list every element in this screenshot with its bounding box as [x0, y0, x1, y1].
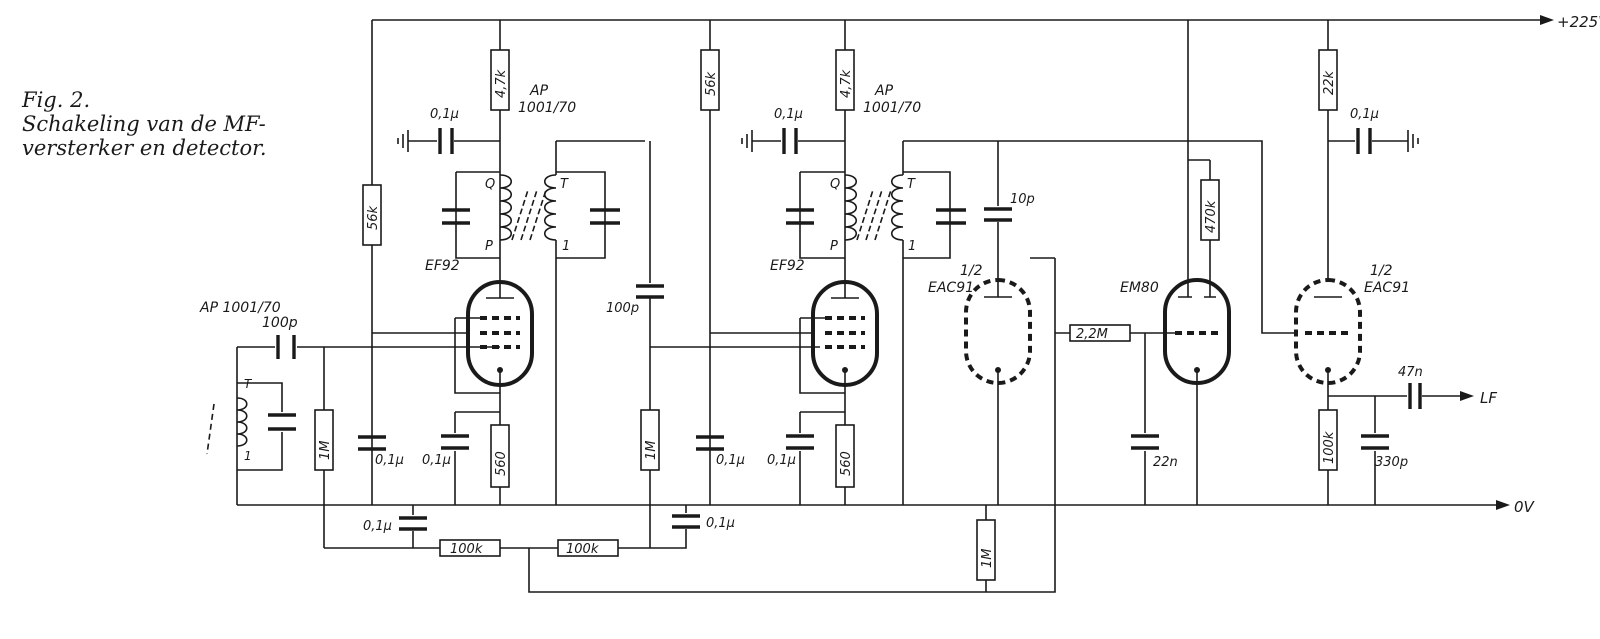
- figure-title-line-2: versterker en detector.: [22, 136, 267, 160]
- if2-winding-1: 1: [908, 239, 916, 254]
- tube-v5-label-a: 1/2: [1370, 263, 1393, 279]
- detector-load: 1M: [976, 505, 996, 592]
- supply-rail: +225V: [372, 13, 1600, 31]
- cathode-cap-2-label: 0,1µ: [767, 453, 796, 468]
- coupling-cap-label: 100p: [606, 301, 639, 316]
- output-label: LF: [1480, 389, 1497, 407]
- screen-resistor-2-label: 56k: [704, 71, 719, 96]
- tube-ef92-2: EF92: [770, 258, 879, 400]
- screen-resistor-2: 56k 0,1µ: [696, 20, 812, 505]
- detector-cap: 10p: [984, 141, 1035, 282]
- plate-resistor-3: 22k: [1318, 20, 1338, 282]
- if1-label-a: AP: [529, 83, 549, 99]
- if1-winding-1: 1: [562, 239, 570, 254]
- grid-resistor-2-label: 1M: [644, 441, 659, 461]
- cathode-network-1: 560 0,1µ: [422, 400, 510, 505]
- em80-cap-label: 22n: [1153, 455, 1178, 470]
- decoupling-cap-1: 0,1µ: [397, 107, 500, 154]
- if2-label-a: AP: [874, 83, 894, 99]
- tube-v1-label: EF92: [425, 258, 460, 274]
- tube-v3-label-a: 1/2: [960, 263, 983, 279]
- em80-anode-resistor-label: 470k: [1204, 200, 1219, 233]
- grid-resistor-1-label: 1M: [318, 441, 333, 461]
- figure-caption: Fig. 2. Schakeling van de MF- versterker…: [22, 88, 267, 160]
- if-transformer-1: AP 1001/70 Q P T 1: [442, 83, 645, 505]
- filter-cap-label: 330p: [1375, 455, 1408, 470]
- decoupling-cap-3-label: 0,1µ: [1350, 107, 1379, 122]
- winding-label-t: T: [244, 377, 253, 391]
- winding-label-1: 1: [244, 449, 252, 463]
- tube-ef92-1: EF92: [425, 258, 534, 400]
- plate-resistor-2: 4,7k: [835, 20, 855, 282]
- plate-resistor-1: 4,7k: [490, 20, 510, 282]
- if2-label-b: 1001/70: [863, 100, 921, 116]
- ground-rail: 0V: [237, 498, 1536, 516]
- if-transformer-2: AP 1001/70 Q P T 1: [786, 83, 1295, 505]
- supply-voltage-label: +225V: [1557, 13, 1600, 31]
- cathode-resistor-2-label: 560: [839, 451, 854, 476]
- agc-resistor-2-label: 100k: [566, 542, 599, 557]
- tube-eac91-af: 100k 1/2 EAC91: [1294, 263, 1410, 505]
- tube-v2-label: EF92: [770, 258, 805, 274]
- plate-resistor-2-label: 4,7k: [839, 69, 854, 98]
- em80-input-resistor-label: 2,2M: [1076, 327, 1108, 342]
- cathode-cap-1-label: 0,1µ: [422, 453, 451, 468]
- screen-cap-2-label: 0,1µ: [716, 453, 745, 468]
- detector-cap-label: 10p: [1010, 192, 1035, 207]
- if2-winding-q: Q: [830, 177, 840, 192]
- agc-cap-1-label: 0,1µ: [363, 519, 392, 534]
- tube-em80: 470k EM80: [1120, 20, 1231, 505]
- output-cap-label: 47n: [1398, 365, 1423, 380]
- agc-filter: 0,1µ 100k 100k 0,1µ: [324, 258, 1056, 593]
- plate-resistor-3-label: 22k: [1322, 70, 1337, 95]
- screen-resistor-1-label: 56k: [366, 205, 381, 230]
- decoupling-cap-3: 0,1µ: [1328, 107, 1419, 154]
- if2-winding-p: P: [830, 239, 838, 254]
- if1-winding-q: Q: [485, 177, 495, 192]
- input-cap-label: 100p: [262, 315, 298, 331]
- screen-resistor-1: 56k: [362, 20, 468, 505]
- decoupling-cap-2-label: 0,1µ: [774, 107, 803, 122]
- tube-v3-label-b: EAC91: [928, 280, 974, 296]
- cathode-network-2: 560 0,1µ: [767, 400, 855, 505]
- screen-cap-1: 0,1µ: [358, 435, 404, 468]
- screen-cap-1-label: 0,1µ: [375, 453, 404, 468]
- ground-label: 0V: [1514, 498, 1536, 516]
- em80-input: 2,2M 22n: [1055, 324, 1178, 505]
- decoupling-cap-1-label: 0,1µ: [430, 107, 459, 122]
- if1-winding-p: P: [485, 239, 493, 254]
- load-resistor-label: 100k: [1322, 431, 1337, 464]
- agc-cap-2-label: 0,1µ: [706, 516, 735, 531]
- coupling-cap: 100p 1M: [606, 141, 820, 505]
- detector-resistor-label: 1M: [980, 549, 995, 569]
- if2-winding-t: T: [907, 177, 916, 192]
- tube-v4-label: EM80: [1120, 280, 1159, 296]
- input-transformer-label: AP 1001/70: [199, 300, 281, 316]
- decoupling-cap-2: 0,1µ: [741, 107, 845, 154]
- figure-number: Fig. 2.: [22, 88, 91, 112]
- figure-title-line-1: Schakeling van de MF-: [22, 112, 266, 136]
- tube-v5-label-b: EAC91: [1364, 280, 1410, 296]
- if1-label-b: 1001/70: [518, 100, 576, 116]
- tube-eac91-detector: 1/2 EAC91: [928, 257, 1055, 505]
- if1-winding-t: T: [560, 177, 569, 192]
- plate-resistor-1-label: 4,7k: [494, 69, 509, 98]
- grid-resistor-1: 1M: [314, 347, 334, 548]
- cathode-resistor-1-label: 560: [494, 451, 509, 476]
- agc-resistor-1-label: 100k: [450, 542, 483, 557]
- output-network: 47n LF 330p: [1328, 365, 1497, 505]
